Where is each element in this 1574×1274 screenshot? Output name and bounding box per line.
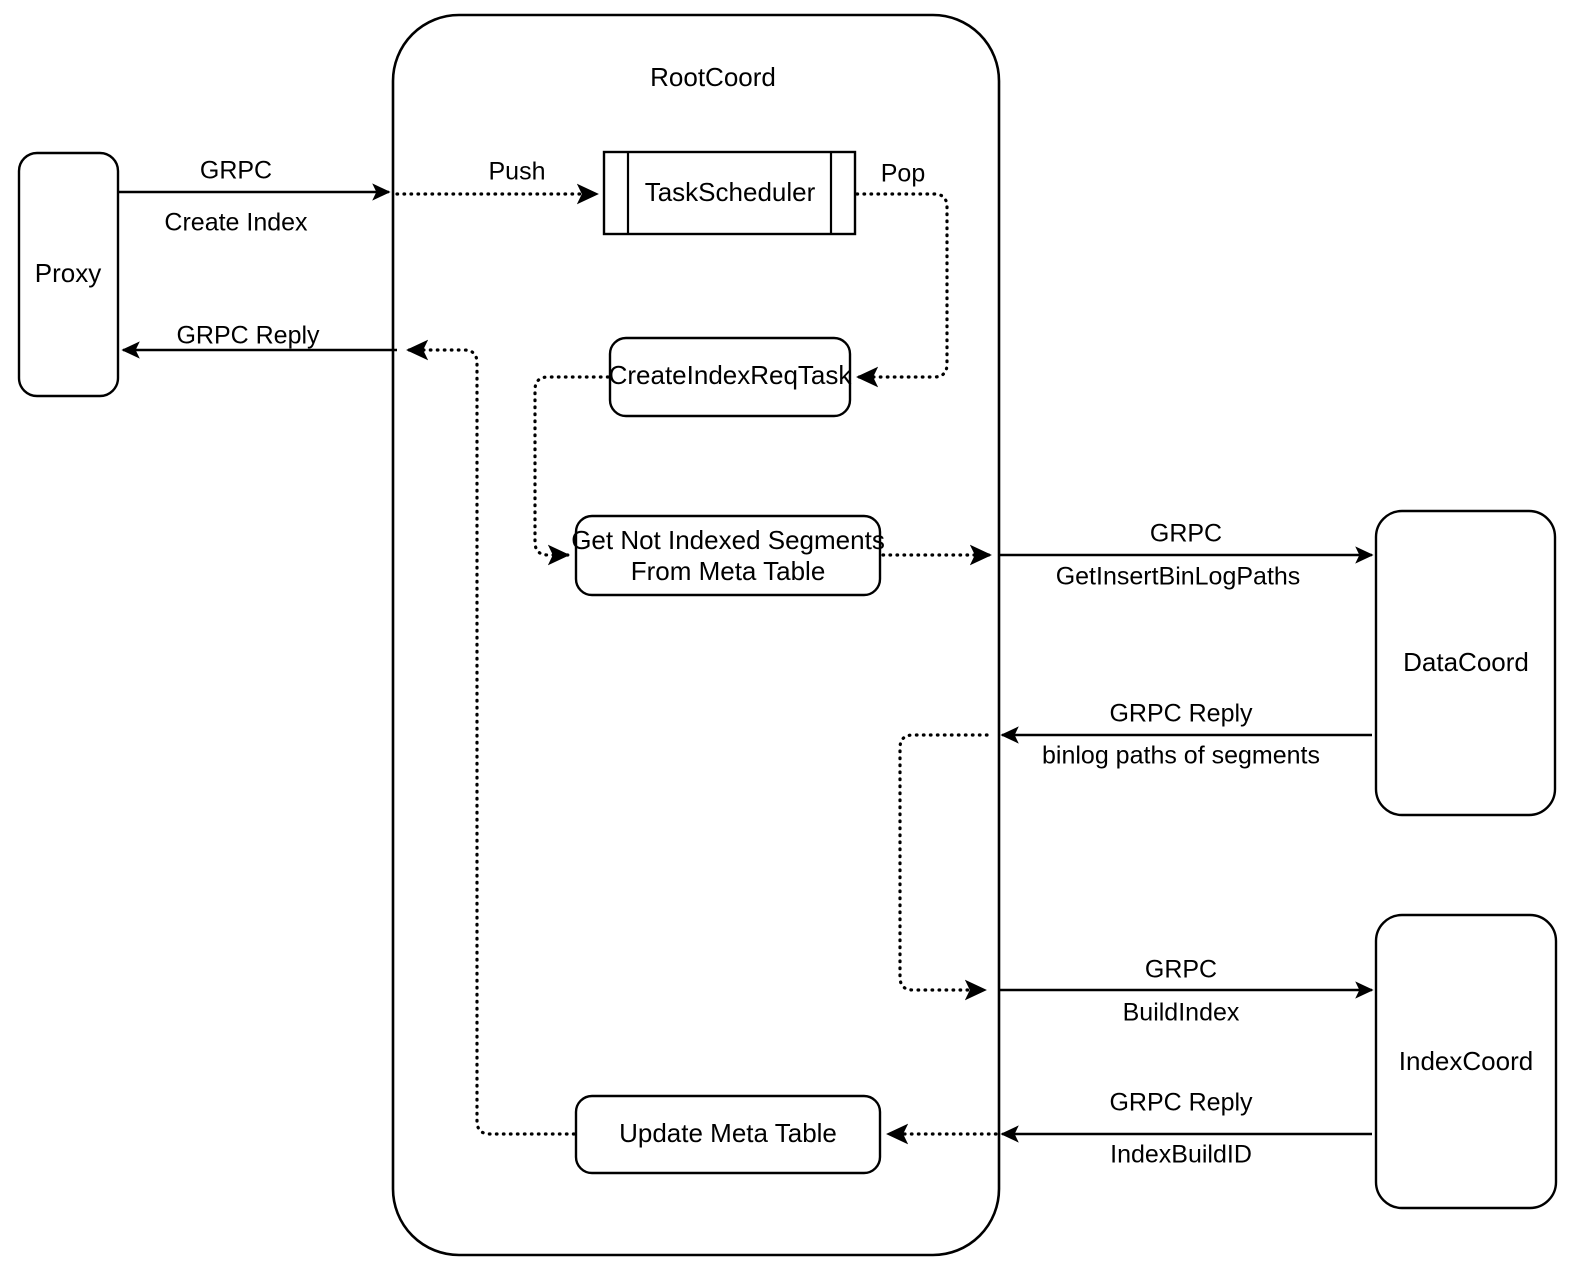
update-meta-table-label: Update Meta Table [619, 1118, 837, 1148]
get-not-indexed-segments-label-line1: Get Not Indexed Segments [571, 525, 885, 555]
node-get-not-indexed-segments[interactable]: Get Not Indexed Segments From Meta Table [571, 514, 885, 597]
edge-pop-from-scheduler: Pop [855, 160, 949, 388]
indexcoord-box[interactable] [1374, 913, 1558, 1210]
node-task-scheduler[interactable]: TaskScheduler [602, 150, 857, 236]
edge-datacoord-to-rootcoord-label2: binlog paths of segments [1042, 742, 1320, 770]
edge-indexcoord-to-rootcoord: GRPC Reply IndexBuildID [1000, 1089, 1372, 1169]
edge-binlog-to-buildindex [898, 733, 989, 1001]
node-datacoord[interactable]: DataCoord [1374, 509, 1557, 817]
task-scheduler-box[interactable] [602, 150, 857, 236]
rootcoord-boundary [391, 13, 1001, 1257]
edge-push-label: Push [489, 158, 546, 186]
create-index-req-task-box[interactable] [608, 336, 852, 418]
get-not-indexed-segments-box[interactable] [574, 514, 882, 597]
edge-proxy-to-rootcoord-label2: Create Index [164, 209, 308, 237]
edge-rootcoord-to-indexcoord-label1: GRPC [1145, 956, 1217, 984]
rootcoord-title: RootCoord [650, 62, 776, 92]
edge-push-to-scheduler: Push [395, 158, 599, 205]
proxy-label: Proxy [35, 258, 101, 288]
create-index-req-task-label: CreateIndexReqTask [609, 360, 853, 390]
edge-datacoord-to-rootcoord-label1: GRPC Reply [1109, 700, 1253, 728]
node-update-meta-table[interactable]: Update Meta Table [574, 1094, 882, 1175]
edge-proxy-to-rootcoord-label1: GRPC [200, 157, 272, 185]
proxy-box[interactable] [17, 151, 120, 398]
edge-indexcoord-to-rootcoord-label1: GRPC Reply [1109, 1089, 1253, 1117]
edge-rootcoord-to-datacoord-label1: GRPC [1150, 520, 1222, 548]
edge-binlog-to-buildindex-line [898, 733, 989, 1001]
indexcoord-label: IndexCoord [1399, 1046, 1533, 1076]
datacoord-box[interactable] [1374, 509, 1557, 817]
node-proxy[interactable]: Proxy [17, 151, 120, 398]
node-indexcoord[interactable]: IndexCoord [1374, 913, 1558, 1210]
container-rootcoord: RootCoord [391, 13, 1001, 1257]
task-scheduler-label: TaskScheduler [645, 177, 816, 207]
edge-rootcoord-to-proxy-label: GRPC Reply [176, 322, 320, 350]
edge-rootcoord-to-indexcoord-label2: BuildIndex [1123, 999, 1240, 1027]
update-meta-table-box[interactable] [574, 1094, 882, 1175]
edge-rootcoord-to-proxy: GRPC Reply [121, 322, 397, 359]
edge-updatemeta-to-reply-line [406, 339, 576, 1136]
edge-pop-line [855, 192, 949, 388]
datacoord-label: DataCoord [1403, 647, 1529, 677]
edge-updatemeta-to-reply [406, 339, 576, 1136]
edge-rootcoord-to-datacoord: GRPC GetInsertBinLogPaths [998, 520, 1374, 591]
node-create-index-req-task[interactable]: CreateIndexReqTask [608, 336, 853, 418]
edge-proxy-to-rootcoord: GRPC Create Index [118, 157, 391, 237]
edge-indexcoord-to-rootcoord-label2: IndexBuildID [1110, 1141, 1252, 1169]
edge-pop-label: Pop [881, 160, 925, 188]
get-not-indexed-segments-label-line2: From Meta Table [631, 556, 826, 586]
edge-rootcoord-to-indexcoord: GRPC BuildIndex [998, 956, 1374, 1027]
edge-datacoord-to-rootcoord: GRPC Reply binlog paths of segments [1000, 700, 1372, 770]
edge-rootcoord-to-datacoord-label2: GetInsertBinLogPaths [1056, 563, 1301, 591]
edge-task-to-getsegments [533, 375, 610, 566]
edge-task-to-getsegments-line [533, 375, 610, 566]
